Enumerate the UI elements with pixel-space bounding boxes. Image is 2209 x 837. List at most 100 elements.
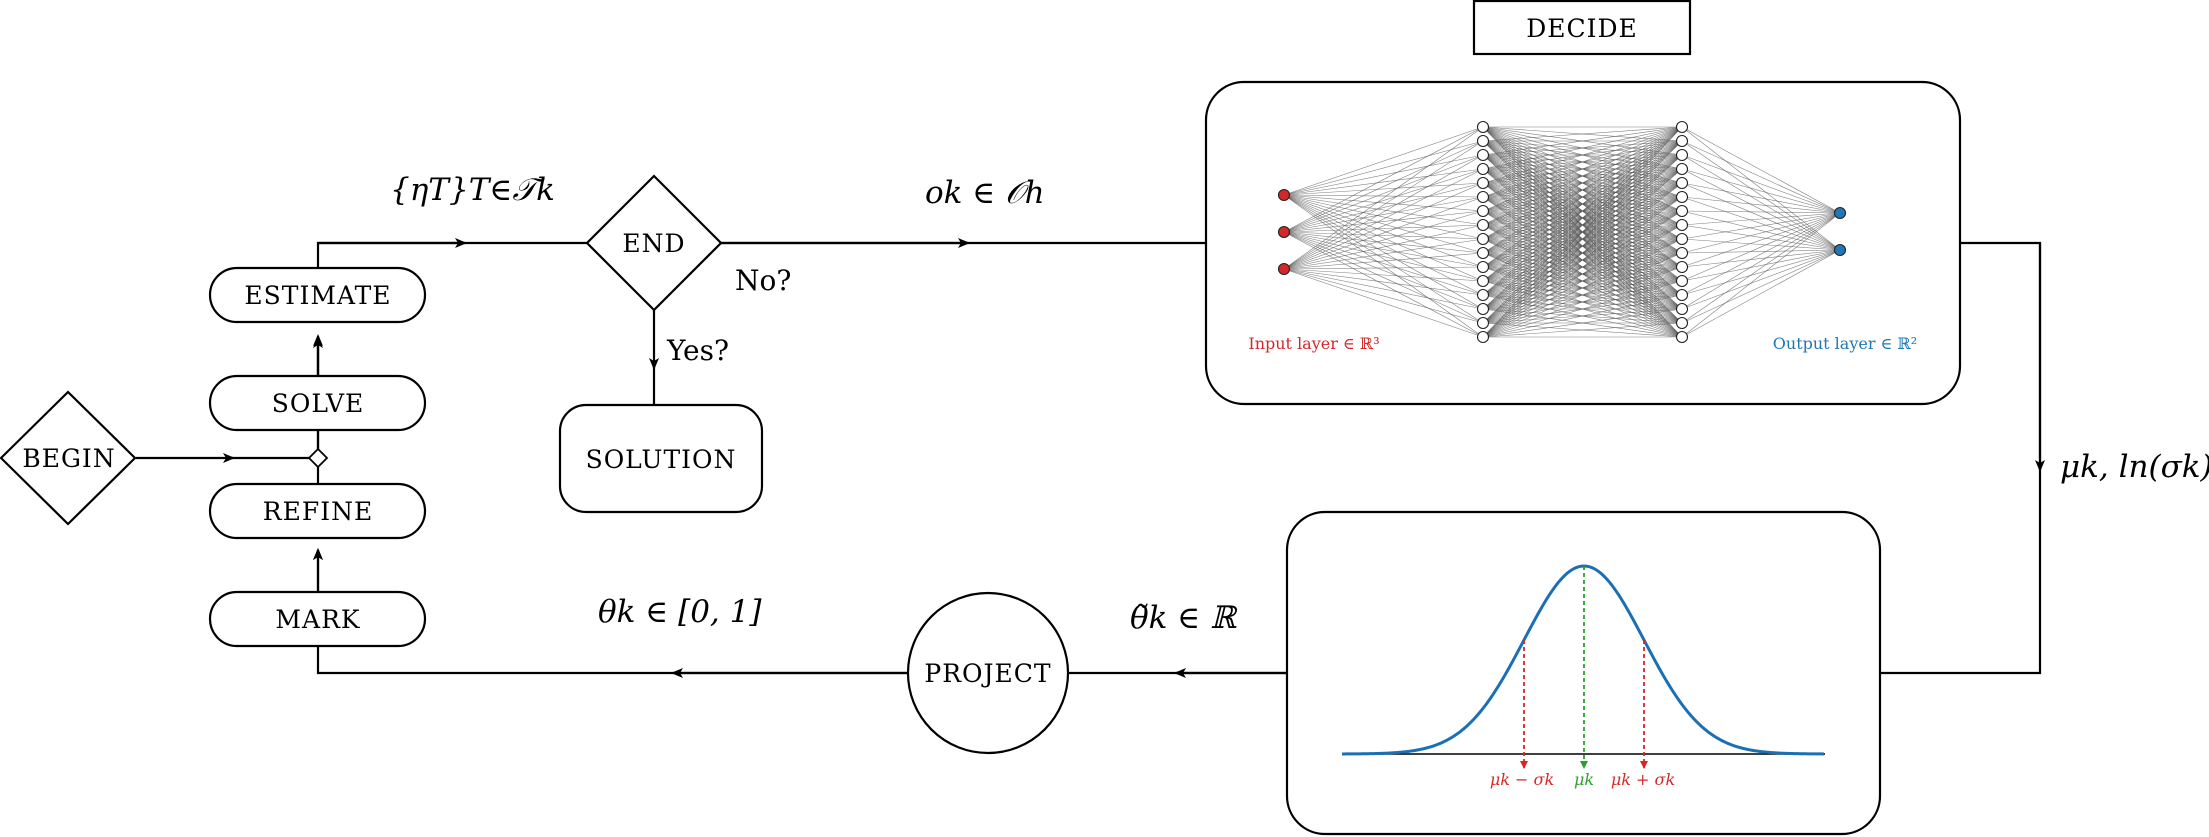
nn-edge [1681,212,1841,282]
nn-hidden-node [1675,148,1689,162]
nn-edge [1283,126,1484,270]
nn-hidden-node [1675,246,1689,260]
nn-edge [1681,238,1841,251]
gauss-left-label: μk − σk [1490,770,1554,789]
nn-hidden-node [1476,204,1490,218]
nn-edge [1681,249,1841,254]
nn-hidden-node [1675,274,1689,288]
refine-node: REFINE [208,482,427,540]
nn-edge [1283,126,1484,233]
nn-edge [1283,168,1484,270]
nn-hidden-node [1476,148,1490,162]
nn-edge [1283,140,1484,270]
nn-hidden-node [1675,232,1689,246]
nn-edge [1283,268,1484,282]
nn-output-node [1833,206,1847,220]
nn-edge [1681,212,1841,240]
neural-network [1277,120,1847,344]
refine-label: REFINE [263,497,373,526]
nn-input-node [1277,262,1291,276]
nn-edge [1482,126,1683,142]
nn-edge [1283,231,1484,240]
nn-hidden-node [1675,120,1689,134]
nn-hidden-node [1675,302,1689,316]
solution-label: SOLUTION [586,445,737,474]
gauss-center-label: μk [1574,770,1594,789]
nn-edge [1482,154,1683,338]
nn-edge [1283,194,1484,240]
nn-edge [1283,140,1484,196]
no-label: No? [735,264,791,297]
project-node: PROJECT [906,591,1070,755]
project-label: PROJECT [924,659,1051,688]
nn-edge [1283,252,1484,270]
nn-edge [1482,126,1683,268]
nn-edge [1681,210,1841,251]
nn-edge [1482,126,1683,156]
nn-hidden-node [1476,232,1490,246]
nn-hidden-node [1476,246,1490,260]
estimate-node: ESTIMATE [208,266,427,324]
nn-edge [1681,126,1841,214]
nn-edge [1283,238,1484,270]
nn-edge [1681,168,1841,251]
nn-edge [1482,210,1683,338]
theta-label: θk ∈ [0, 1] [598,594,762,630]
nn-edge [1283,231,1484,282]
nn-edge [1681,249,1841,282]
nn-hidden-node [1476,134,1490,148]
nn-edge [1283,268,1484,338]
nn-edge [1283,231,1484,254]
nn-edge [1283,140,1484,233]
nn-hidden-node [1476,190,1490,204]
nn-edge [1283,231,1484,338]
nn-hidden-node [1675,190,1689,204]
nn-edge [1283,154,1484,270]
decide-label: DECIDE [1526,14,1638,43]
nn-edge [1482,322,1683,338]
nn-edge [1283,182,1484,233]
nn-edge [1283,126,1484,196]
nn-hidden-node [1675,330,1689,344]
nn-edge [1681,196,1841,251]
nn-edge [1681,249,1841,268]
nn-edge [1482,294,1683,338]
nn-edge [1681,224,1841,251]
nn-edge [1283,194,1484,296]
nn-edge [1283,194,1484,282]
nn-edge [1681,140,1841,214]
nn-hidden-node [1476,302,1490,316]
nn-edge [1283,231,1484,296]
nn-hidden-node [1476,120,1490,134]
nn-hidden-node [1675,316,1689,330]
nn-edge [1482,126,1683,338]
nn-edge [1283,182,1484,270]
nn-edge [1681,249,1841,296]
nn-edge [1482,168,1683,338]
nn-edge [1283,231,1484,268]
nn-hidden-node [1675,218,1689,232]
nn-edge [1283,194,1484,226]
nn-hidden-node [1675,134,1689,148]
nn-edge [1283,194,1484,254]
nn-edge [1283,210,1484,233]
nn-edge [1283,268,1484,324]
nn-edge [1681,249,1841,324]
solution-node: SOLUTION [558,403,764,514]
eta-label: {ηT}T∈𝒯k [390,172,555,208]
nn-edge [1283,210,1484,270]
nn-edge [1681,212,1841,324]
nn-edge [1482,126,1683,324]
nn-edge [1283,194,1484,338]
nn-edge [1482,182,1683,338]
nn-edge [1681,182,1841,251]
nn-edge [1482,252,1683,338]
nn-edge [1681,212,1841,254]
mu-sigma-label: μk, ln(σk) [2060,449,2209,485]
nn-edge [1482,126,1683,254]
nn-edge [1283,196,1484,270]
nn-hidden-node [1675,176,1689,190]
nn-edge [1283,231,1484,324]
nn-edge [1283,194,1484,268]
